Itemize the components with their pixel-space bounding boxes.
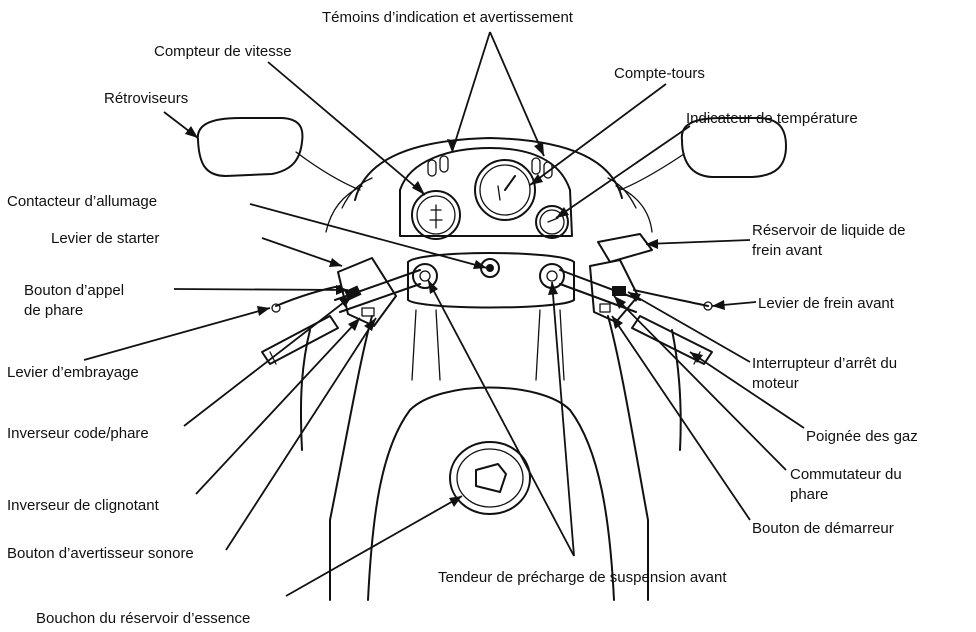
label-bouton-demarreur: Bouton de démarreur	[752, 520, 894, 537]
left-mirror	[198, 118, 360, 190]
label-reservoir-liquide-line1: Réservoir de liquide de	[752, 222, 905, 239]
label-poignee-gaz: Poignée des gaz	[806, 428, 918, 445]
label-levier-frein-avant: Levier de frein avant	[758, 295, 894, 312]
handlebars	[262, 253, 712, 364]
label-indicateur-temperature: Indicateur de température	[686, 110, 858, 127]
label-inverseur-clignotant: Inverseur de clignotant	[7, 497, 159, 514]
label-interrupteur-arret-line2: moteur	[752, 375, 799, 392]
label-levier-embrayage: Levier d’embrayage	[7, 364, 139, 381]
label-levier-starter: Levier de starter	[51, 230, 159, 247]
label-contacteur-allumage: Contacteur d’allumage	[7, 193, 157, 210]
label-tendeur-precharge: Tendeur de précharge de suspension avant	[438, 569, 727, 586]
label-compte-tours: Compte-tours	[614, 65, 705, 82]
label-compteur-vitesse: Compteur de vitesse	[154, 43, 292, 60]
left-controls	[272, 258, 396, 326]
label-interrupteur-arret-line1: Interrupteur d’arrêt du	[752, 355, 897, 372]
label-bouton-appel-line1: Bouton d’appel	[24, 282, 124, 299]
right-mirror	[620, 118, 786, 190]
label-commutateur-phare-line2: phare	[790, 486, 828, 503]
label-reservoir-liquide-line2: frein avant	[752, 242, 822, 259]
instrument-cluster	[400, 148, 572, 239]
label-bouton-appel-line2: de phare	[24, 302, 83, 319]
right-controls	[590, 234, 712, 322]
label-retroviseurs: Rétroviseurs	[104, 90, 188, 107]
label-bouton-avertisseur: Bouton d’avertisseur sonore	[7, 545, 194, 562]
label-commutateur-phare-line1: Commutateur du	[790, 466, 902, 483]
label-inverseur-code-phare: Inverseur code/phare	[7, 425, 149, 442]
body-and-tank	[301, 310, 681, 600]
label-temoins: Témoins d’indication et avertissement	[322, 9, 573, 26]
label-bouchon-reservoir: Bouchon du réservoir d’essence	[36, 610, 250, 627]
